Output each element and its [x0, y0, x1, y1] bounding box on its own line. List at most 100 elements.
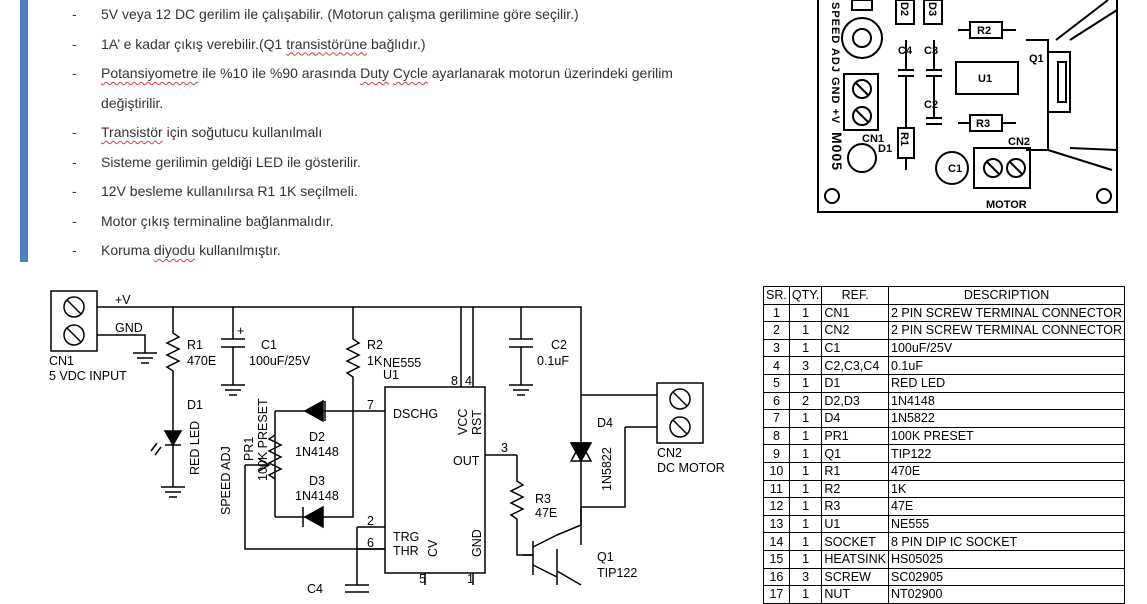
pcb-c4: C4 — [898, 45, 913, 57]
bom-cell: NT02900 — [887, 585, 1126, 604]
sch-cv: CV — [426, 539, 440, 557]
feature-text: için soğutucu kullanılmalı — [162, 124, 323, 140]
bom-cell: 8 — [763, 426, 790, 446]
sch-pr1: PR1 — [242, 437, 256, 461]
sch-pin2: 2 — [367, 514, 374, 528]
sch-d4-val: 1N5822 — [600, 447, 614, 491]
feature-text: Potansiyometre — [101, 65, 199, 81]
bom-cell: 1N4148 — [887, 391, 1126, 411]
sch-pin5: 5 — [419, 572, 426, 586]
sch-gnd-pin: GND — [470, 529, 484, 557]
bom-cell: 3 — [788, 356, 823, 375]
bom-cell: 2 PIN SCREW TERMINAL CONNECTOR — [887, 321, 1126, 340]
bullet-dash: - — [72, 124, 77, 140]
feature-item: -12V besleme kullanılırsa R1 1K seçilmel… — [72, 177, 752, 207]
accent-bar — [20, 0, 28, 262]
bom-cell: 11 — [763, 479, 790, 499]
sch-pin6: 6 — [367, 536, 374, 550]
sch-cn2-sub: DC MOTOR — [657, 461, 725, 475]
sch-gnd: GND — [115, 321, 143, 335]
bom-cell: 1 — [788, 426, 823, 446]
feature-text: Transistör — [101, 124, 163, 140]
bullet-dash: - — [72, 212, 77, 229]
bom-cell: 14 — [763, 532, 790, 551]
feature-text: 12V besleme kullanılırsa R1 1K seçilmeli… — [101, 183, 358, 199]
sch-dschg: DSCHG — [393, 407, 438, 421]
bom-cell: NE555 — [887, 514, 1126, 534]
bom-cell: 1 — [788, 532, 823, 551]
bom-cell: 3 — [763, 338, 790, 358]
bom-cell: 1 — [763, 303, 790, 323]
bom-cell: SOCKET — [821, 532, 889, 551]
sch-c1: C1 — [261, 338, 277, 352]
bom-cell: 2 PIN SCREW TERMINAL CONNECTOR — [887, 303, 1126, 323]
sch-cn2: CN2 — [657, 446, 682, 460]
sch-thr: THR — [393, 544, 419, 558]
circuit-schematic: CN1 5 VDC INPUT +V GND R1 470E D1 RED LE… — [49, 290, 725, 596]
sch-c2: C2 — [551, 338, 567, 352]
pcb-d1: D1 — [878, 143, 892, 155]
feature-text: ile %10 ile %90 arasında — [198, 65, 361, 81]
bom-cell: HS05025 — [887, 549, 1126, 569]
sch-q1: Q1 — [597, 550, 614, 564]
sch-pin7: 7 — [367, 398, 374, 412]
sch-u1-val: NE555 — [383, 356, 421, 370]
feature-item: değiştirilir. — [72, 89, 752, 119]
pcb-cn1: CN1 — [862, 133, 884, 145]
feature-item: -Potansiyometre ile %10 ile %90 arasında… — [72, 59, 752, 89]
bom-cell: 100uF/25V — [887, 338, 1126, 358]
bom-cell: NUT — [821, 585, 889, 604]
bom-cell: HEATSINK — [821, 549, 889, 569]
feature-text: transistörüne — [286, 35, 368, 52]
bom-header-row: SR.QTY.REF.DESCRIPTION — [763, 286, 1126, 305]
bom-cell: 1 — [788, 321, 823, 340]
feature-text: Duty — [360, 65, 389, 81]
bom-cell: 15 — [763, 549, 790, 569]
pcb-r1: R1 — [898, 132, 910, 146]
bullet-dash: - — [72, 153, 77, 170]
bom-cell: 13 — [763, 514, 790, 534]
sch-pin4: 4 — [465, 374, 472, 388]
bom-cell: 1 — [788, 585, 823, 604]
bom-header-cell: DESCRIPTION — [887, 286, 1126, 305]
sch-c1-pol: + — [237, 324, 244, 338]
feature-text: bağlıdır.) — [367, 35, 426, 52]
pcb-layout: SPEED ADJ GND +V M005 D2 D3 R2 C4 C3 C2 … — [817, 0, 1118, 213]
bom-cell: 1 — [788, 338, 823, 358]
bom-cell: 1 — [788, 444, 823, 463]
sch-trg: TRG — [393, 530, 419, 544]
bom-cell: R3 — [821, 497, 889, 516]
bom-cell: 0.1uF — [887, 356, 1126, 375]
pcb-m005: M005 — [829, 132, 845, 171]
sch-pr1-val: 100K PRESET — [256, 398, 270, 481]
sch-cn1: CN1 — [49, 354, 74, 368]
bom-cell: D2,D3 — [821, 391, 889, 411]
bom-cell: D4 — [821, 409, 889, 428]
bom-cell: 9 — [763, 444, 790, 463]
bullet-dash: - — [72, 242, 77, 258]
bom-cell: D1 — [821, 373, 889, 393]
pcb-r3: R3 — [976, 118, 990, 130]
bom-cell: 47E — [887, 497, 1126, 516]
sch-u1: U1 — [383, 368, 399, 382]
feature-text: 5V veya 12 DC gerilim ile çalışabilir. (… — [101, 6, 579, 22]
sch-d2: D2 — [309, 430, 325, 444]
sch-d3: D3 — [309, 474, 325, 488]
feature-item: -Sisteme gerilimin geldiği LED ile göste… — [72, 148, 752, 178]
feature-item: - Transistör için soğutucu kullanılmalı — [72, 118, 752, 148]
sch-c4: C4 — [307, 582, 323, 596]
feature-item: -5V veya 12 DC gerilim ile çalışabilir. … — [72, 0, 752, 30]
feature-text: diyodu — [153, 242, 196, 258]
bom-cell: PR1 — [821, 426, 889, 446]
feature-item: -1A’ e kadar çıkış verebilir.(Q1 transis… — [72, 30, 752, 60]
bom-cell: R2 — [821, 479, 889, 499]
feature-text: Koruma — [101, 242, 154, 258]
bom-cell: 1 — [788, 514, 823, 534]
